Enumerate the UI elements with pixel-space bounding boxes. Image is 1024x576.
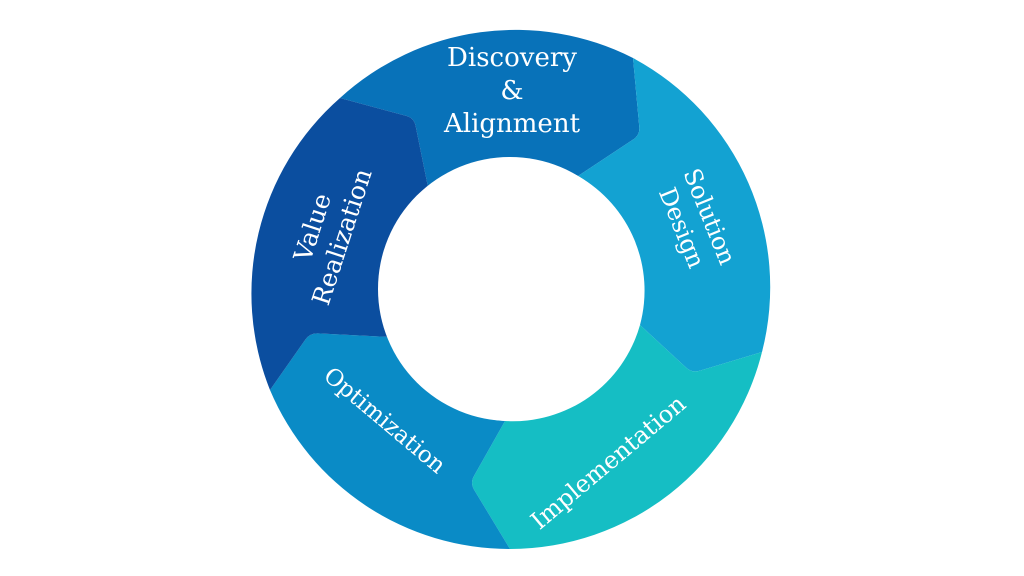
segment-discovery — [340, 29, 640, 187]
segment-optimization — [270, 333, 510, 550]
segment-solution-design — [578, 58, 771, 372]
stage-label-line: Discovery — [447, 43, 577, 73]
stage-label-line: & — [500, 76, 523, 106]
label-discovery: Discovery&Alignment — [443, 43, 581, 139]
segment-implementation — [472, 325, 762, 549]
stage-label-line: Alignment — [443, 109, 581, 139]
segment-value-realization — [251, 98, 428, 390]
stage-label: Discovery&Alignment — [443, 43, 581, 139]
center-hole — [378, 157, 642, 421]
